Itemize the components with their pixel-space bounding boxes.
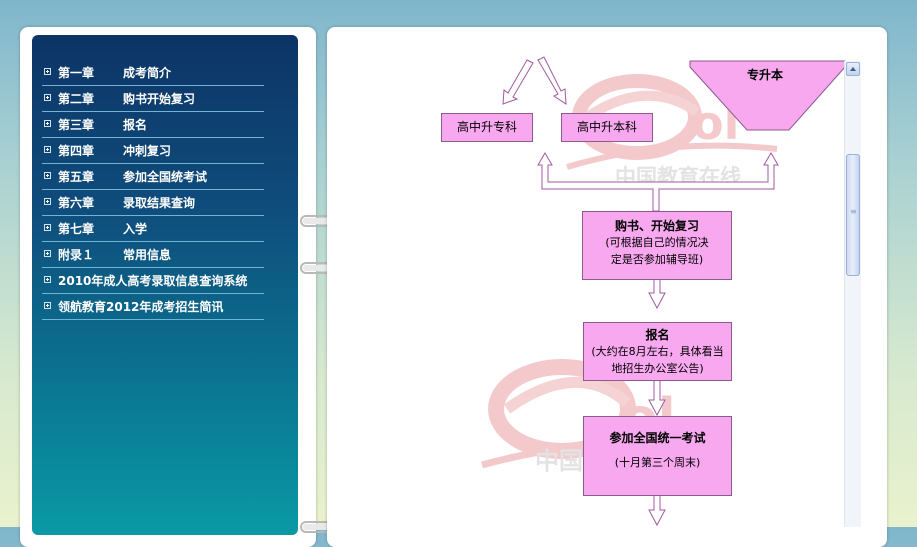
- flow-box-exam: 参加全国统一考试 (十月第三个周末): [583, 416, 732, 496]
- expand-plus-icon[interactable]: [44, 120, 51, 127]
- toc-chapter: 2010年成人高考录取信息查询系统: [58, 274, 248, 288]
- toc-item[interactable]: 第一章 成考简介: [42, 60, 264, 86]
- zsb-label: 专升本: [747, 68, 784, 82]
- expand-plus-icon[interactable]: [44, 198, 51, 205]
- toc-chapter: 第三章: [58, 118, 95, 132]
- flow-box-reg: 报名 (大约在8月左右，具体看当 地招生办公室公告): [583, 322, 732, 381]
- toc-title: 参加全国统考试: [123, 170, 208, 184]
- vertical-scrollbar[interactable]: [844, 61, 861, 527]
- toc-item[interactable]: 附录１ 常用信息: [42, 242, 264, 268]
- toc-chapter: 第一章: [58, 66, 95, 80]
- flow-box-gzzk: 高中升专科: [441, 113, 533, 142]
- toc-chapter: 附录１: [58, 248, 95, 262]
- expand-plus-icon[interactable]: [44, 302, 51, 309]
- toc-page: 第一章 成考简介 第二章 购书开始复习 第三章 报名 第四章 冲刺复习 第五章 参加全国统…: [20, 27, 316, 547]
- expand-plus-icon[interactable]: [44, 224, 51, 231]
- toc-chapter: 第六章: [58, 196, 95, 210]
- content-page: ol 中国教育在线 ol 中国教育在线: [327, 27, 887, 547]
- toc-item[interactable]: 第四章 冲刺复习: [42, 138, 264, 164]
- scroll-up-arrow-icon[interactable]: [846, 62, 860, 76]
- toc-chapter: 第五章: [58, 170, 95, 184]
- toc-item[interactable]: 2010年成人高考录取信息查询系统: [42, 268, 264, 294]
- toc-item[interactable]: 第六章 录取结果查询: [42, 190, 264, 216]
- toc-item[interactable]: 领航教育2012年成考招生简讯: [42, 294, 264, 320]
- toc-title: 入学: [123, 222, 148, 236]
- expand-plus-icon[interactable]: [44, 172, 51, 179]
- toc-title: 成考简介: [123, 66, 172, 80]
- flow-box-gzbk: 高中升本科: [561, 113, 653, 142]
- flow-box-buy: 购书、开始复习 (可根据自己的情况决 定是否参加辅导班): [582, 211, 732, 280]
- scroll-thumb[interactable]: [846, 154, 860, 276]
- expand-plus-icon[interactable]: [44, 146, 51, 153]
- toc-title: 购书开始复习: [123, 92, 196, 106]
- toc-chapter: 第二章: [58, 92, 95, 106]
- toc-title: 录取结果查询: [123, 196, 196, 210]
- toc-title: 常用信息: [123, 248, 172, 262]
- toc-item[interactable]: 第五章 参加全国统考试: [42, 164, 264, 190]
- flowchart-arrows: [502, 56, 846, 527]
- toc-chapter: 第四章: [58, 144, 95, 158]
- toc-title: 报名: [123, 118, 148, 132]
- flowchart-area: ol 中国教育在线 ol 中国教育在线: [327, 27, 887, 527]
- toc-item[interactable]: 第二章 购书开始复习: [42, 86, 264, 112]
- expand-plus-icon[interactable]: [44, 94, 51, 101]
- expand-plus-icon[interactable]: [44, 250, 51, 257]
- toc-item[interactable]: 第七章 入学: [42, 216, 264, 242]
- toc-title: 冲刺复习: [123, 144, 172, 158]
- toc-chapter: 领航教育2012年成考招生简讯: [58, 300, 224, 314]
- toc-list: 第一章 成考简介 第二章 购书开始复习 第三章 报名 第四章 冲刺复习 第五章 参加全国统…: [42, 60, 264, 320]
- expand-plus-icon[interactable]: [44, 68, 51, 75]
- toc-chapter: 第七章: [58, 222, 95, 236]
- toc-item[interactable]: 第三章 报名: [42, 112, 264, 138]
- toc-panel: 第一章 成考简介 第二章 购书开始复习 第三章 报名 第四章 冲刺复习 第五章 参加全国统…: [32, 35, 298, 535]
- expand-plus-icon[interactable]: [44, 276, 51, 283]
